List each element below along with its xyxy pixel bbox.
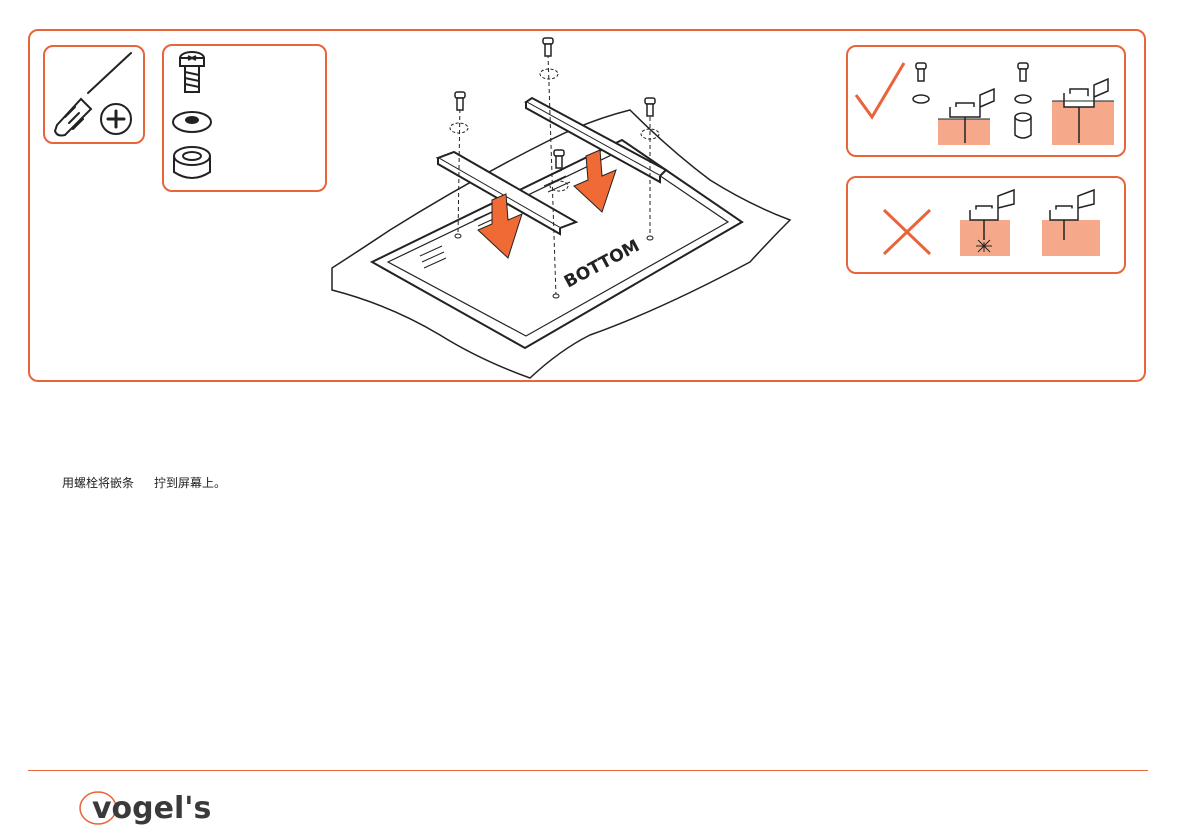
footer-rule	[28, 770, 1148, 771]
check-icon	[856, 63, 904, 117]
brand-logo-text: vogel's	[92, 791, 211, 826]
washer-icon	[173, 112, 211, 132]
correct-usage-illustration	[846, 45, 1126, 157]
instruction-caption: 用螺栓将嵌条 拧到屏幕上。	[62, 474, 226, 491]
incorrect-usage-illustration	[846, 176, 1126, 274]
cross-icon	[884, 210, 930, 254]
screwdriver-phillips-icon	[43, 45, 145, 144]
mounting-illustration: BOTTOM	[330, 30, 830, 382]
instruction-text-before: 用螺栓将嵌条	[62, 476, 134, 490]
bolt-icon	[180, 52, 204, 92]
spacer-icon	[174, 147, 210, 178]
hardware-icons	[162, 44, 327, 192]
instruction-text-after: 拧到屏幕上。	[154, 476, 226, 490]
brand-logo: vogel's	[78, 780, 198, 832]
